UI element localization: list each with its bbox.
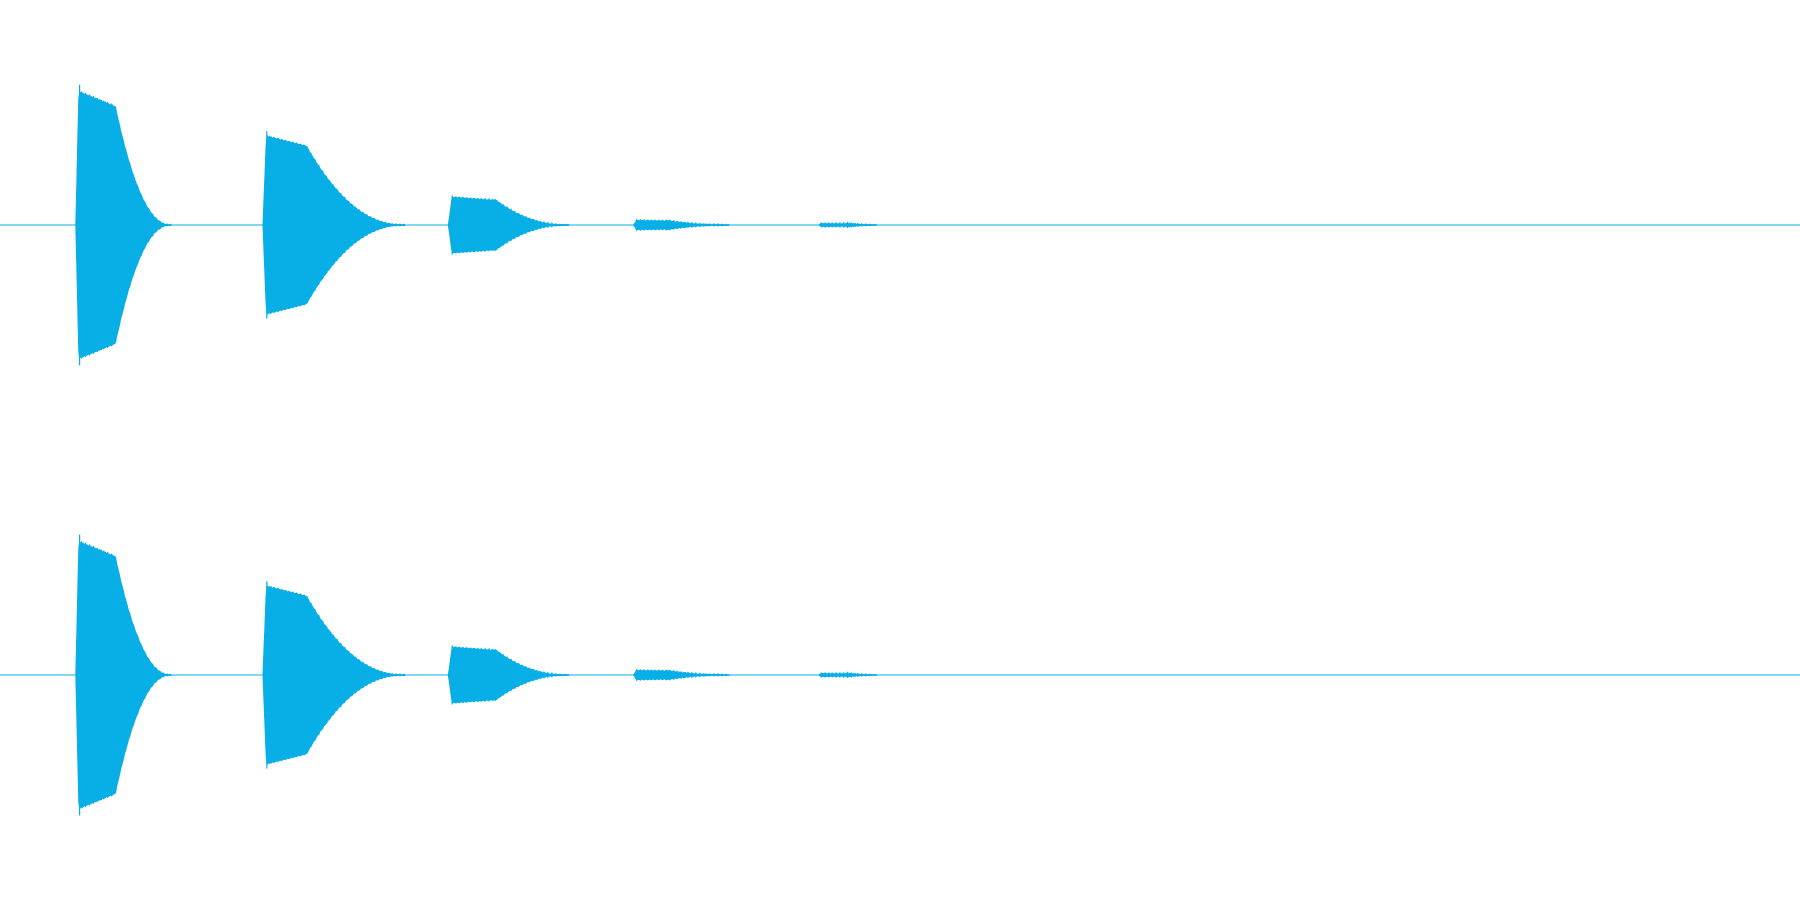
channel-left-burst-1 — [75, 90, 172, 360]
channel-left-burst-3 — [447, 195, 570, 255]
channel-left-burst-4 — [633, 218, 730, 232]
channel-right-burst-3 — [447, 645, 570, 705]
channel-left-waveform[interactable] — [0, 0, 1800, 450]
channel-left-svg — [0, 84, 1800, 366]
channel-left-burst-5 — [818, 221, 877, 229]
channel-right-svg — [0, 534, 1800, 816]
channel-right-burst-4 — [633, 668, 730, 682]
channel-right-burst-1 — [75, 540, 172, 810]
channel-right-burst-2 — [262, 585, 406, 765]
channel-right-waveform[interactable] — [0, 450, 1800, 900]
channel-right-burst-5 — [818, 671, 877, 679]
channel-left-burst-2 — [262, 135, 406, 315]
